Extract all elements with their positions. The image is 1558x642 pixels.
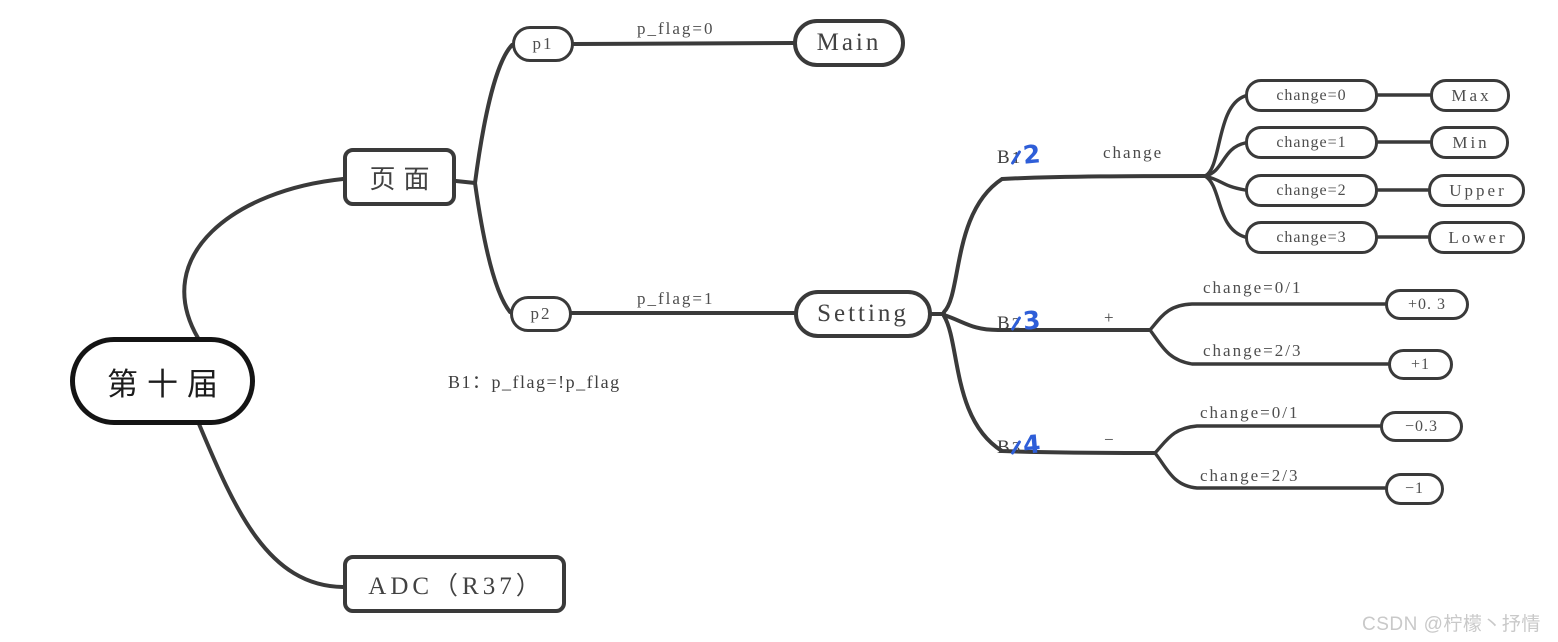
setting-node[interactable]: Setting <box>794 290 932 338</box>
setting-label: Setting <box>817 300 909 327</box>
p2-label: p2 <box>530 304 552 323</box>
edge-b2-change0 <box>1203 94 1247 178</box>
max-node[interactable]: Max <box>1430 79 1510 112</box>
branch-b2-handwritten-digit: 2 <box>1021 139 1042 170</box>
edge-setting-b3 <box>942 313 1152 332</box>
edge-label-b4-change23: change=2/3 <box>1200 466 1300 485</box>
branch-label-b4: B34 <box>997 429 1042 460</box>
change-1-node[interactable]: change=1 <box>1245 126 1378 159</box>
upper-node[interactable]: Upper <box>1428 174 1525 207</box>
note-b1: B1：p_flag=!p_flag <box>448 372 621 392</box>
branch-b2-base: B <box>997 147 1011 168</box>
change-3-label: change=3 <box>1276 228 1347 246</box>
plus-0-3-label: +0. 3 <box>1407 295 1447 313</box>
change-2-node[interactable]: change=2 <box>1245 174 1378 207</box>
branch-b4-op: − <box>1104 430 1116 449</box>
page-node[interactable]: 页面 <box>343 148 456 206</box>
edge-root-page <box>182 177 345 340</box>
adc-node[interactable]: ADC（R37） <box>343 555 566 613</box>
branch-b3-op: + <box>1104 308 1116 327</box>
page-label: 页面 <box>369 164 438 194</box>
branch-label-b2: B12 <box>997 139 1042 170</box>
lower-node[interactable]: Lower <box>1428 221 1525 254</box>
min-label: Min <box>1452 132 1490 152</box>
edge-label-p-flag-1: p_flag=1 <box>637 289 715 308</box>
branch-b3-struck-digit: 2 <box>1011 314 1021 333</box>
edge-p1-main <box>572 41 796 46</box>
edge-label-p-flag-0: p_flag=0 <box>637 19 715 38</box>
edge-b2-change2 <box>1203 174 1247 192</box>
edge-setting-b4 <box>942 314 1157 455</box>
minus-0-3-label: −0.3 <box>1404 417 1439 435</box>
plus-1-label: +1 <box>1410 355 1431 373</box>
root-node[interactable]: 第十届 <box>70 337 255 425</box>
edge-setting-b2 <box>942 174 1207 314</box>
branch-b2-struck-digit: 1 <box>1011 148 1021 167</box>
edge-page-stub <box>454 179 477 185</box>
plus-1-node[interactable]: +1 <box>1388 349 1453 380</box>
main-label: Main <box>816 29 882 56</box>
branch-b4-handwritten-digit: 4 <box>1021 429 1042 460</box>
branch-b2-op: change <box>1103 143 1164 162</box>
branch-b4-struck-digit: 3 <box>1011 438 1021 457</box>
edge-root-adc <box>197 422 345 589</box>
adc-label: ADC（R37） <box>368 573 545 600</box>
p2-node[interactable]: p2 <box>510 296 572 332</box>
change-0-node[interactable]: change=0 <box>1245 79 1378 112</box>
change-0-label: change=0 <box>1276 86 1347 104</box>
edge-page-p2 <box>473 181 512 314</box>
min-node[interactable]: Min <box>1430 126 1509 159</box>
edge-b2-change3 <box>1203 174 1247 239</box>
branch-b3-base: B <box>997 313 1011 334</box>
change-3-node[interactable]: change=3 <box>1245 221 1378 254</box>
minus-1-label: −1 <box>1404 480 1425 497</box>
main-node[interactable]: Main <box>793 19 905 67</box>
branch-b4-base: B <box>997 437 1011 458</box>
edge-label-b3-change23: change=2/3 <box>1203 341 1303 360</box>
change-1-label: change=1 <box>1276 133 1347 151</box>
csdn-watermark: CSDN @柠檬丶抒情 <box>1362 614 1541 635</box>
max-label: Max <box>1451 85 1492 105</box>
branch-b3-handwritten-digit: 3 <box>1021 305 1042 336</box>
lower-label: Lower <box>1448 227 1508 247</box>
edge-b2-change1 <box>1203 141 1247 178</box>
edge-page-p1 <box>473 43 514 185</box>
minus-1-node[interactable]: −1 <box>1385 473 1444 505</box>
root-label: 第十届 <box>107 366 227 402</box>
p1-node[interactable]: p1 <box>512 26 574 62</box>
edge-label-b4-change01: change=0/1 <box>1200 403 1300 422</box>
branch-label-b3: B23 <box>997 305 1042 336</box>
p1-label: p1 <box>532 34 554 53</box>
edge-b3-plus03 <box>1148 302 1387 332</box>
plus-0-3-node[interactable]: +0. 3 <box>1385 289 1469 320</box>
edge-label-b3-change01: change=0/1 <box>1203 278 1303 297</box>
minus-0-3-node[interactable]: −0.3 <box>1380 411 1463 442</box>
change-2-label: change=2 <box>1276 181 1347 199</box>
upper-label: Upper <box>1449 180 1507 200</box>
edge-b4-minus03 <box>1153 424 1382 455</box>
